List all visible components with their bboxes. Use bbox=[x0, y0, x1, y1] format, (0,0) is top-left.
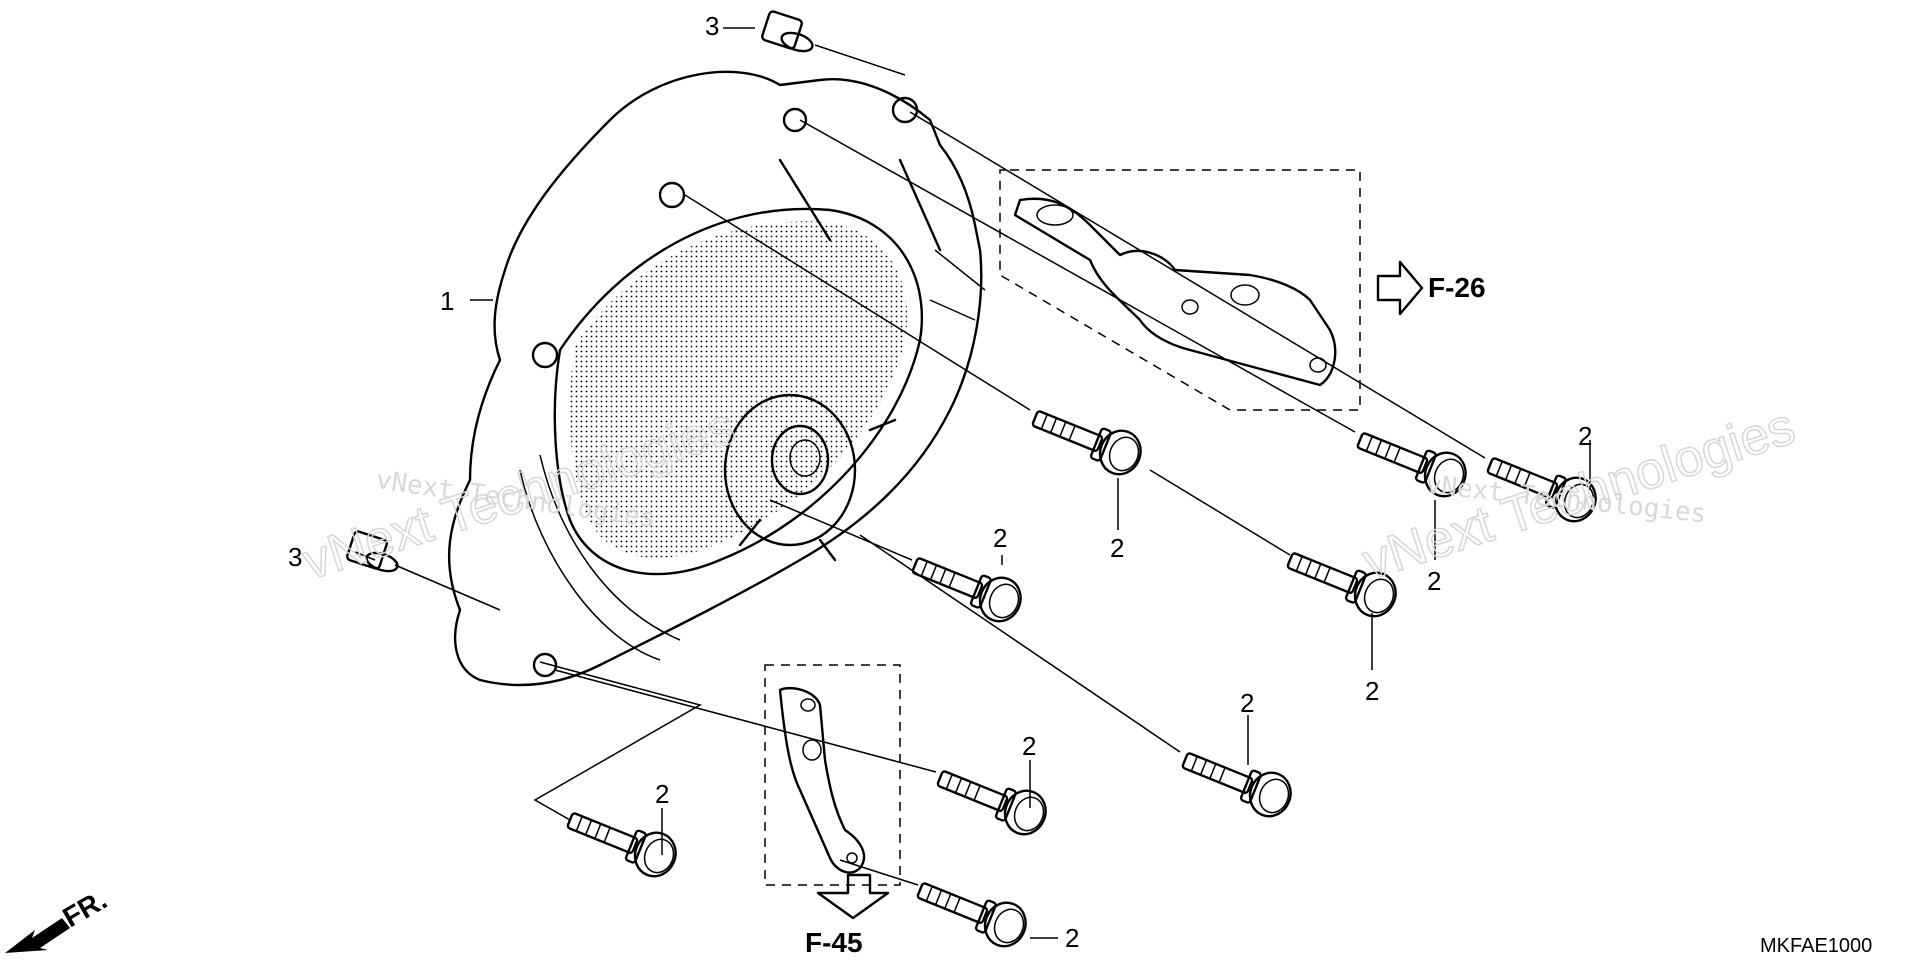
label-part-2: 2 bbox=[1427, 566, 1441, 596]
upper-bracket bbox=[1013, 197, 1337, 387]
dowel-upper bbox=[761, 10, 814, 53]
label-part-2: 2 bbox=[1240, 688, 1254, 718]
diagram-code: MKFAE1000 bbox=[1760, 935, 1872, 957]
arrow-down-icon bbox=[816, 873, 890, 920]
bolt bbox=[930, 756, 1054, 842]
label-part-3-lower: 3 bbox=[288, 542, 302, 572]
bolt bbox=[560, 798, 684, 884]
label-part-1: 1 bbox=[440, 286, 454, 316]
engine-cover bbox=[447, 70, 986, 687]
label-part-2: 2 bbox=[993, 523, 1007, 553]
arrow-right-icon bbox=[1376, 260, 1424, 316]
label-part-3-upper: 3 bbox=[705, 11, 719, 41]
bolt bbox=[905, 543, 1029, 629]
bolt bbox=[910, 868, 1034, 954]
label-part-2: 2 bbox=[1065, 923, 1079, 953]
bolt bbox=[1025, 396, 1149, 482]
lower-bracket bbox=[778, 686, 866, 874]
label-part-2: 2 bbox=[1022, 731, 1036, 761]
label-part-2: 2 bbox=[1110, 533, 1124, 563]
label-part-2: 2 bbox=[1578, 421, 1592, 451]
upper-dashed-box bbox=[999, 169, 1361, 411]
label-part-2: 2 bbox=[1365, 676, 1379, 706]
lower-dashed-box bbox=[764, 664, 901, 886]
front-arrow-icon bbox=[5, 918, 70, 953]
label-part-2: 2 bbox=[655, 779, 669, 809]
label-leaders bbox=[661, 440, 1591, 939]
ref-upper: F-26 bbox=[1428, 272, 1486, 303]
ref-lower: F-45 bbox=[805, 927, 863, 958]
assembly-lines bbox=[354, 27, 1486, 886]
bolt bbox=[1175, 738, 1299, 824]
